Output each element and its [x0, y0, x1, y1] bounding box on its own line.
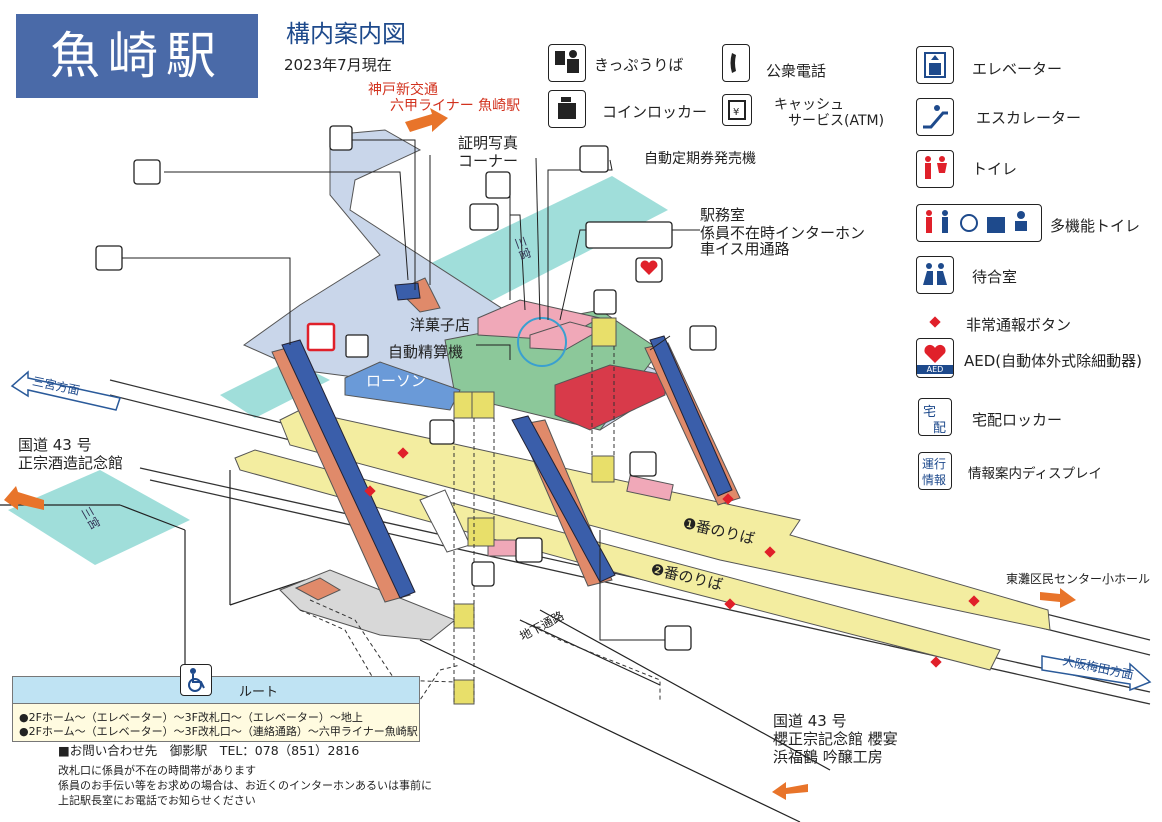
legend-aed-label: AED(自動体外式除細動器)	[964, 352, 1142, 370]
track-area-south	[8, 470, 190, 565]
photo-booth-label-1: 証明写真	[458, 134, 519, 152]
elevator-dashed-lines	[299, 346, 661, 704]
coin-locker-icon	[548, 90, 586, 128]
legend-toilet-label: トイレ	[972, 160, 1018, 178]
public-phone-icon	[722, 44, 750, 82]
ground-level-area	[279, 569, 456, 641]
legend-phone-label: 公衆電話	[766, 62, 827, 80]
aed-icon-text: AED	[917, 365, 953, 374]
legend-atm-label-1: キャッシュ	[774, 97, 844, 113]
sannomiya-arrow	[10, 370, 121, 411]
map-icons	[95, 125, 717, 651]
station-office-label-2: 係員不在時インターホン	[700, 224, 866, 242]
lawson-label: ローソン	[366, 372, 427, 390]
svg-text:¥: ¥	[733, 107, 739, 118]
station-office-label-1: 駅務室	[700, 206, 746, 224]
toilet-block	[554, 364, 666, 431]
legend-atm-label-2: サービス(ATM)	[788, 113, 885, 129]
legend-escalator-label: エスカレーター	[976, 109, 1082, 127]
higashinada-hall-label: 東灘区民センター小ホール	[1006, 572, 1151, 586]
legend-multi-toilet-label: 多機能トイレ	[1050, 217, 1141, 235]
contact-info: ■お問い合わせ先 御影駅 TEL：078（851）2816	[58, 743, 360, 758]
route-line-2: ●2Fホーム〜（エレベーター）〜3F改札口〜（連絡通路）〜六甲ライナー魚崎駅	[19, 725, 418, 738]
info-icon-text-1: 運行	[922, 457, 947, 471]
photo-booth-label-2: コーナー	[458, 152, 519, 170]
route43-east-label-3: 浜福鶴 吟醸工房	[773, 748, 883, 766]
elevator-icon	[916, 46, 954, 84]
roads	[0, 470, 831, 822]
station-office-label-3: 車イス用通路	[700, 240, 790, 258]
aed-map-heart	[640, 260, 658, 275]
as-of-date: 2023年7月現在	[284, 56, 392, 74]
waiting-room-block-1	[626, 475, 674, 501]
sweets-shop-label: 洋菓子店	[410, 316, 471, 334]
route43-west-label-1: 国道 43 号	[18, 436, 92, 454]
aed-icon: AED	[916, 338, 954, 378]
legend-locker-label: コインロッカー	[602, 103, 708, 121]
accessible-route-box: ルート ●2Fホーム〜（エレベーター）〜3F改札口〜（エレベーター）〜地上 ●2…	[12, 676, 420, 742]
note-line-3: 上記駅長室にお電話でお知らせください	[58, 794, 256, 807]
station-name: 魚崎駅	[16, 14, 258, 98]
route43-west-label-2: 正宗酒造記念館	[18, 454, 124, 472]
map-title: 構内案内図	[286, 20, 406, 48]
wheelchair-icon	[180, 664, 212, 696]
fare-adjust-label: 自動精算機	[388, 343, 464, 361]
delivery-icon-text-2: 配	[933, 421, 947, 436]
route-line-1: ●2Fホーム〜（エレベーター）〜3F改札口〜（エレベーター）〜地上	[19, 711, 363, 724]
platform-1	[279, 409, 1051, 631]
route43-east-label-2: 櫻正宗記念館 櫻宴	[773, 730, 898, 748]
atm-icon: ¥	[722, 94, 752, 126]
rokko-liner-label-1: 神戸新交通	[368, 82, 438, 98]
waiting-room-icon	[916, 256, 954, 294]
info-display-icon: 運行 情報	[918, 452, 952, 490]
osaka-arrow	[1041, 655, 1152, 692]
info-icon-text-2: 情報	[922, 473, 947, 487]
route-title: ルート	[239, 685, 279, 700]
ticket-office-icon	[548, 44, 586, 82]
toilet-icon	[916, 150, 954, 188]
gate-circle	[517, 317, 567, 367]
direction-arrows	[4, 108, 1076, 800]
legend-waiting-label: 待合室	[972, 268, 1018, 286]
delivery-locker-icon: 宅 配	[918, 398, 952, 436]
legend-delivery-label: 宅配ロッカー	[972, 411, 1063, 429]
legend-ticket-label: きっぷうりば	[594, 56, 684, 74]
legend-elevator-label: エレベーター	[972, 60, 1063, 78]
track-area-north	[400, 176, 668, 312]
legend-info-display-label: 情報案内ディスプレイ	[968, 466, 1103, 482]
leader-lines	[122, 139, 700, 641]
note-line-2: 係員のお手伝い等をお求めの場合は、お近くのインターホンあるいは事前に	[58, 779, 432, 792]
auto-pass-machine-label: 自動定期券発売機	[644, 151, 756, 167]
note-line-1: 改札口に係員が不在の時間帯があります	[58, 764, 256, 777]
escalator-icon	[916, 98, 954, 136]
multipurpose-toilet-icon	[916, 204, 1042, 242]
legend-emergency-label: 非常通報ボタン	[966, 316, 1072, 334]
delivery-icon-text-1: 宅	[923, 405, 937, 420]
escalators	[281, 282, 733, 599]
emergency-markers	[364, 447, 980, 668]
route43-east-label-1: 国道 43 号	[773, 712, 847, 730]
rokko-liner-label-2: 六甲ライナー 魚崎駅	[390, 98, 521, 114]
route-header: ルート	[13, 677, 419, 704]
